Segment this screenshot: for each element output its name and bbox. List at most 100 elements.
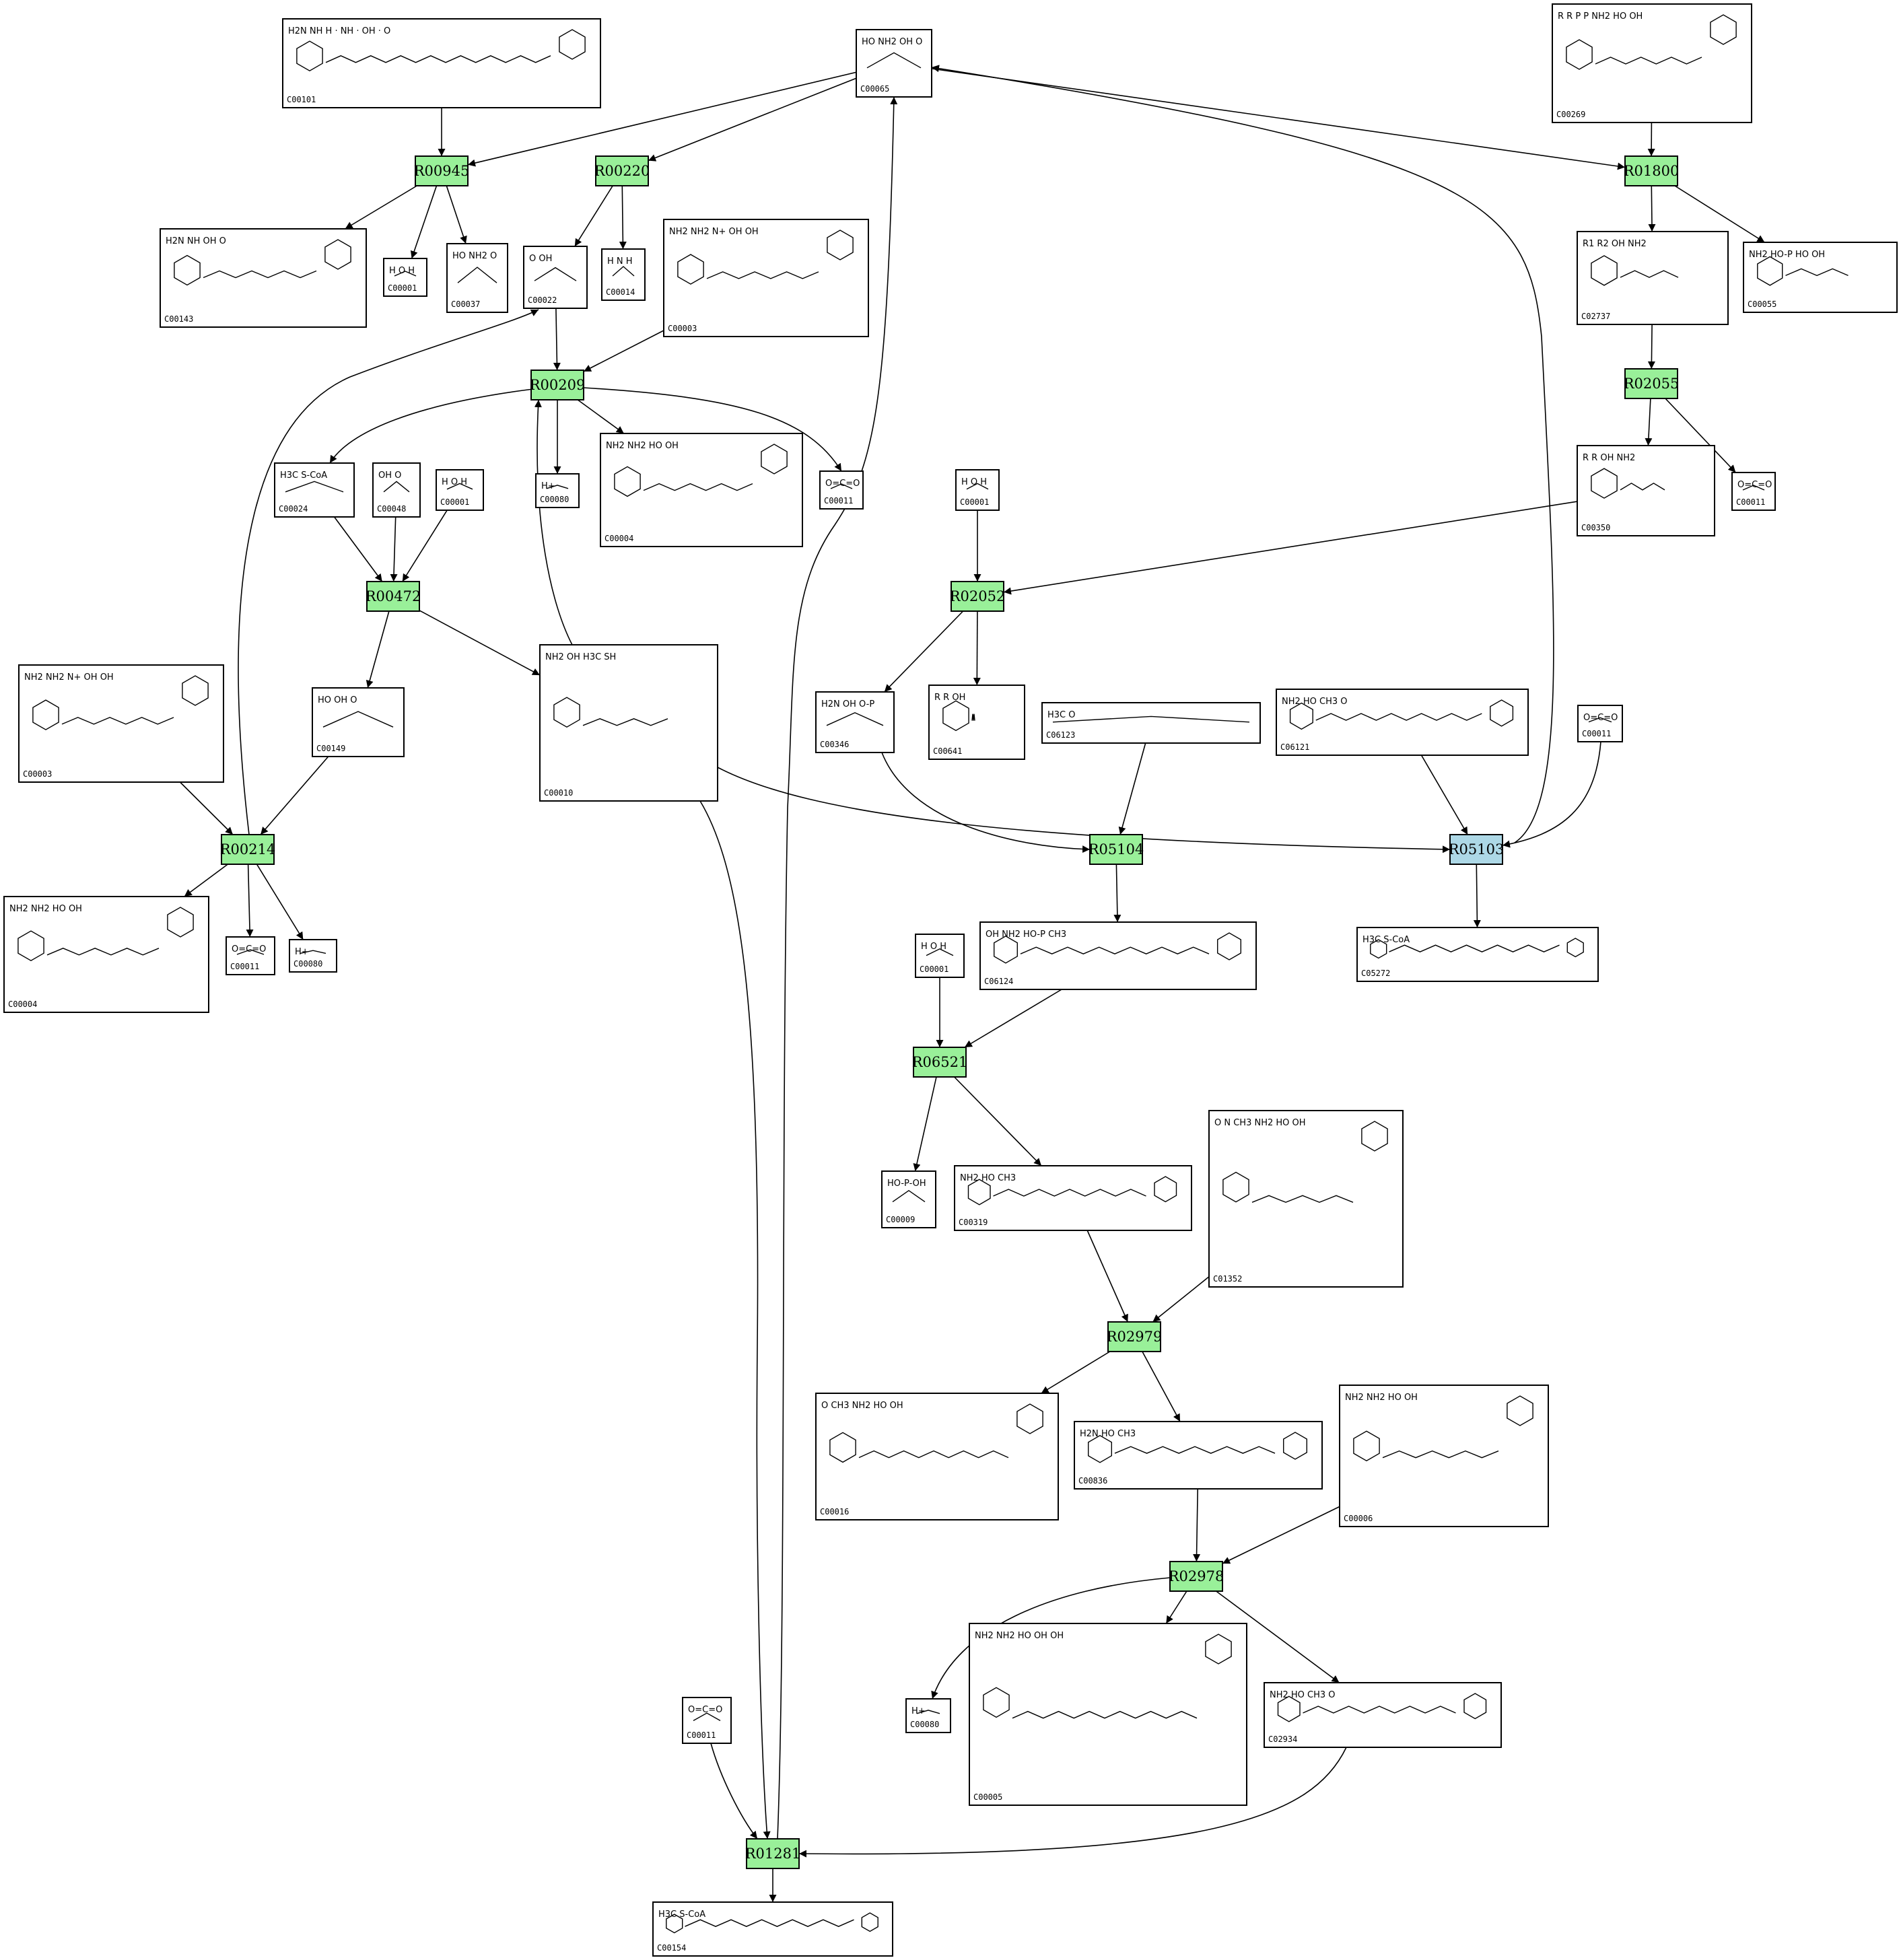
compound-box — [600, 433, 803, 547]
reaction-R00220[interactable]: R00220 — [594, 155, 650, 186]
reaction-box — [530, 370, 584, 400]
reaction-R00209[interactable]: R00209 — [530, 370, 586, 400]
structure-atoms: R1 R2 OH NH2 — [1583, 239, 1647, 249]
compound-id-label: C06123 — [1046, 730, 1075, 740]
reaction-id-label: R00945 — [414, 163, 470, 179]
reaction-box — [1107, 1321, 1161, 1352]
reaction-R00214[interactable]: R00214 — [220, 834, 276, 865]
edge-R06521-to-C00319 — [954, 1076, 1042, 1166]
structure-atoms: H N H — [607, 256, 633, 267]
compound-box — [856, 29, 932, 98]
edge-C00011e-to-R01281 — [710, 1743, 758, 1840]
compound-box — [905, 1698, 951, 1733]
reaction-id-label: R02055 — [1624, 376, 1680, 392]
reaction-id-label: R02978 — [1169, 1568, 1224, 1584]
reaction-R02055[interactable]: R02055 — [1624, 368, 1680, 399]
edge-C00003a-to-R00209 — [583, 330, 664, 372]
compound-id-label: C00319 — [959, 1218, 988, 1227]
compound-id-label: C00037 — [451, 300, 480, 309]
structure-atoms: H2N NH OH O — [166, 236, 226, 246]
structure-atoms: NH2 NH2 HO OH OH — [975, 1631, 1064, 1641]
structure-sketch — [322, 711, 394, 728]
compound-box — [18, 664, 224, 783]
reaction-R01281[interactable]: R01281 — [745, 1838, 801, 1869]
structure-atoms: R R OH NH2 — [1583, 453, 1635, 463]
reaction-R01800[interactable]: R01800 — [1624, 155, 1680, 186]
compound-id-label: C00003 — [23, 769, 52, 779]
compound-box — [1074, 1421, 1323, 1490]
edge-C06121-to-R05103 — [1420, 755, 1468, 835]
compound-box — [446, 243, 508, 313]
reaction-R00472[interactable]: R00472 — [366, 581, 421, 612]
compound-id-label: C00101 — [287, 95, 316, 104]
compound-C00080[interactable]: H+C00080 — [535, 473, 580, 508]
reaction-R02052[interactable]: R02052 — [950, 581, 1006, 612]
structure-atoms: NH2 HO CH3 O — [1270, 1690, 1336, 1700]
edge-R01281-to-C00065 — [777, 96, 898, 1840]
edge-C00010-to-R00209 — [534, 399, 573, 645]
reaction-R02979[interactable]: R02979 — [1107, 1321, 1163, 1352]
compound-C00080[interactable]: H+C00080 — [905, 1698, 951, 1733]
reaction-R06521[interactable]: R06521 — [912, 1047, 968, 1078]
compound-id-label: C00080 — [294, 959, 322, 969]
edge-R00945-to-C00143 — [345, 185, 417, 230]
reaction-R05104[interactable]: R05104 — [1089, 834, 1144, 865]
compound-box — [682, 1697, 732, 1744]
reaction-R05103[interactable]: R05103 — [1449, 834, 1505, 865]
compound-box — [955, 469, 1000, 511]
structure-atoms: O CH3 NH2 HO OH — [821, 1401, 903, 1411]
edge-C02934-to-R01281 — [798, 1747, 1347, 1858]
edge-R00214-to-C00011d — [246, 864, 254, 938]
reaction-R02978[interactable]: R02978 — [1169, 1561, 1224, 1592]
compound-id-label: C00346 — [820, 740, 849, 749]
edge-C00350-to-R02052 — [1003, 501, 1578, 595]
compound-C00080[interactable]: H+C00080 — [289, 939, 337, 973]
reaction-R00945[interactable]: R00945 — [414, 155, 470, 186]
reaction-id-label: R00209 — [530, 377, 586, 393]
structure-sketch — [983, 1634, 1232, 1719]
reaction-box — [1449, 834, 1503, 865]
